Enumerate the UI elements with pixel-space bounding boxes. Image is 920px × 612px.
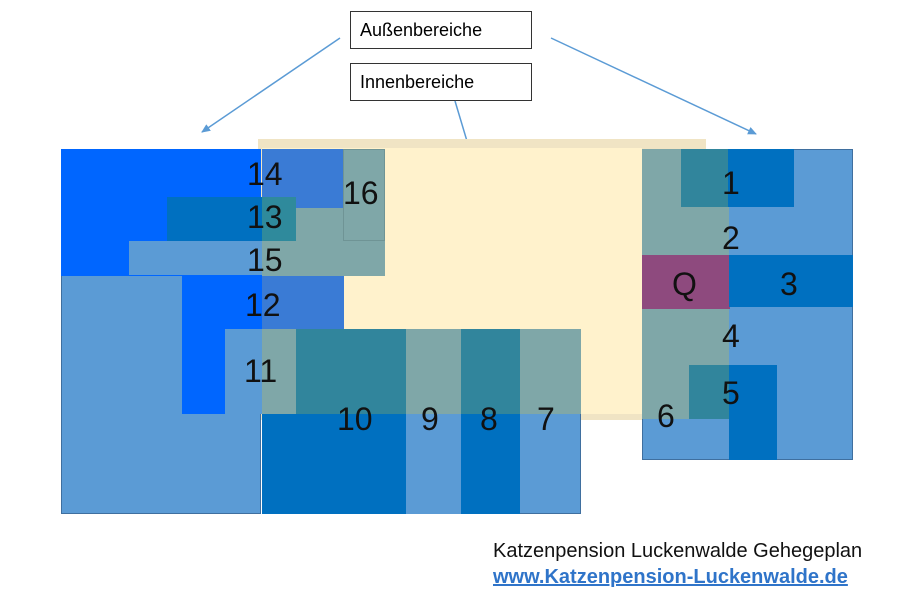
outside-area-9 — [406, 414, 462, 514]
enclosure-9-room — [406, 329, 462, 414]
enclosure-12-label: 12 — [245, 287, 281, 323]
enclosure-7-room — [520, 329, 581, 414]
quarantine-room — [642, 255, 730, 309]
enclosure-15-label: 15 — [247, 242, 283, 278]
arrow-to-right-outside — [550, 37, 757, 135]
enclosure-8-room — [461, 329, 521, 414]
enclosure-4-room — [642, 309, 729, 366]
enclosure-2-room — [642, 207, 729, 255]
enclosure-4-label: 4 — [722, 318, 740, 354]
quarantine-label: Q — [672, 266, 697, 302]
enclosure-6-label: 6 — [657, 398, 675, 434]
enclosure-14-label: 14 — [247, 156, 283, 192]
inside-areas-label: Innenbereiche — [350, 63, 532, 101]
enclosure-13-label: 13 — [247, 199, 283, 235]
outside-area-5 — [729, 365, 777, 460]
enclosure-16-room — [343, 149, 385, 241]
enclosure-12-block — [262, 275, 344, 330]
arrow-to-left-outside — [201, 37, 341, 133]
enclosure-5-room — [689, 365, 730, 419]
outside-area-10 — [262, 414, 407, 514]
enclosure-1-label: 1 — [722, 165, 740, 201]
enclosure-11-room — [262, 329, 297, 414]
outside-area-13 — [167, 197, 263, 241]
enclosure-13-overlap — [262, 197, 296, 241]
outside-area-6 — [642, 419, 730, 460]
outside-area-3 — [729, 255, 853, 307]
outside-area-11-mid — [225, 329, 263, 414]
outside-area-1 — [728, 149, 794, 207]
enclosure-8-label: 8 — [480, 401, 498, 437]
enclosure-11-label: 11 — [244, 353, 278, 389]
outside-area-7 — [520, 414, 581, 514]
enclosure-5-label: 5 — [722, 375, 740, 411]
outside-area-8 — [461, 414, 521, 514]
outside-areas-label: Außenbereiche — [350, 11, 532, 49]
enclosure-16-label: 16 — [343, 175, 379, 211]
website-link[interactable]: www.Katzenpension-Luckenwalde.de — [493, 566, 848, 588]
enclosure-1-room — [681, 149, 729, 207]
enclosure-7-label: 7 — [537, 401, 555, 437]
enclosure-10-label: 10 — [337, 401, 373, 437]
enclosure-9-label: 9 — [421, 401, 439, 437]
enclosure-2-label: 2 — [722, 220, 740, 256]
enclosure-3-label: 3 — [780, 266, 798, 302]
plan-caption: Katzenpension Luckenwalde Gehegeplan — [493, 540, 863, 562]
enclosure-10-room — [296, 329, 407, 414]
enclosure-6-room — [642, 365, 690, 419]
outside-area-15-mid — [129, 241, 262, 275]
